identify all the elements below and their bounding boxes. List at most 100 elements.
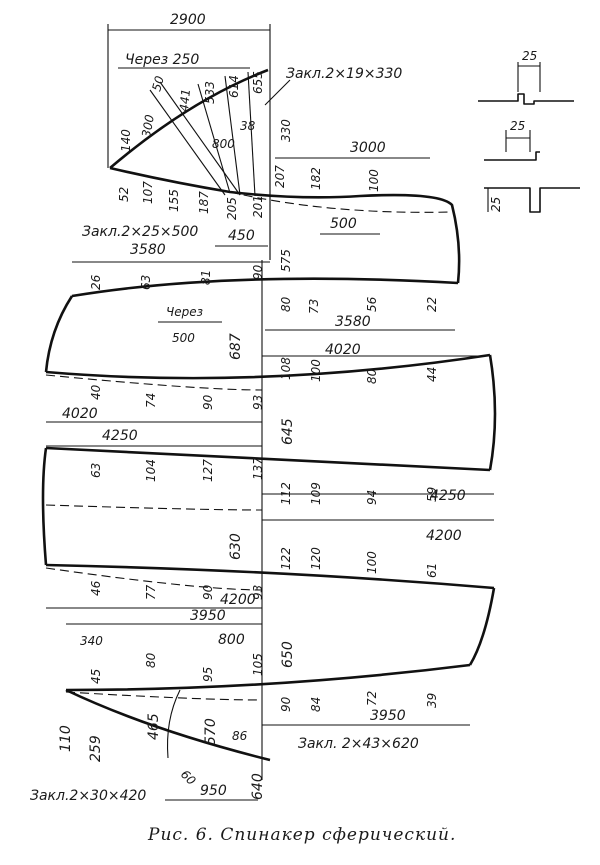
top-edge-val-2: 52 <box>117 187 131 202</box>
panel-6-top-val-3: 80 <box>144 652 158 668</box>
panel-6-top-val-6: 800 <box>218 632 245 648</box>
top-misc-38: 38 <box>240 119 256 133</box>
top-misc-500: 500 <box>330 216 357 232</box>
panel-4-width-alt: 4200 <box>426 528 462 544</box>
panel-5-top-val-2: 120 <box>309 547 323 570</box>
panel-2-height: 687 <box>228 333 244 360</box>
panel-5-bot-val-4: 93 <box>251 585 265 600</box>
panel-2-bot-val-4: 22 <box>425 297 439 312</box>
panel-4-top-val-4: 137 <box>251 457 265 480</box>
top-via-label: Через 250 <box>125 52 199 68</box>
panel-4-bot-val-4: 59 <box>425 487 439 502</box>
top-patch-note-2: Закл.2×25×500 <box>82 224 198 240</box>
panel-3-bot-val-1: 40 <box>89 384 103 400</box>
panel-4-top-val-1: 63 <box>89 463 103 478</box>
top-panel-dashed <box>229 191 453 213</box>
top-patch-note: Закл.2×19×330 <box>286 66 402 82</box>
panel-6-misc-8: 640 <box>250 773 266 800</box>
panel-4-top-val-2: 104 <box>144 459 158 482</box>
panel-5-top-val-1: 122 <box>279 547 293 570</box>
panel-3-width-bottom: 4020 <box>62 406 98 422</box>
panel-6-bot-val-1: 90 <box>279 696 293 712</box>
panel-3-top-val-1: 108 <box>279 357 293 380</box>
panel-4: 4250 4250 63 104 127 137 112 109 94 59 6… <box>41 428 495 590</box>
panel-2-bot-val-3: 56 <box>365 296 379 312</box>
panel-4-bot-val-3: 94 <box>365 490 379 505</box>
panel-6-top-val-1: 340 <box>80 634 103 648</box>
top-edge-val-6: 205 <box>225 197 239 220</box>
top-rib-5: 614 <box>227 75 241 98</box>
panel-5-bot-val-1: 46 <box>89 580 103 596</box>
top-edge-val-4: 155 <box>167 189 181 212</box>
top-edge-val-1: 140 <box>119 129 133 152</box>
panel-4-top-val-3: 127 <box>201 459 215 482</box>
panel-6-width-bottom: 3950 <box>370 708 406 724</box>
panel-5-top-val-4: 61 <box>425 563 439 578</box>
panel-6-misc-7: 950 <box>200 783 227 799</box>
panel-6-top-val-5: 105 <box>251 653 265 676</box>
panel-6-misc-2: 259 <box>88 735 104 762</box>
top-edge-val-3: 107 <box>141 181 155 204</box>
top-edge-val-5: 187 <box>197 191 211 214</box>
panel-2-top-val-5: 575 <box>279 249 293 272</box>
panel-4-bot-val-1: 112 <box>279 482 293 505</box>
seam-detail-1: 25 <box>522 49 537 63</box>
panel-2-bot-val-2: 73 <box>307 299 321 314</box>
top-rib-4: 533 <box>203 81 217 104</box>
panel-2-top-val-2: 63 <box>139 275 153 290</box>
top-misc-330: 330 <box>279 119 293 142</box>
panel-6-bot-val-4: 39 <box>425 693 439 708</box>
top-width: 2900 <box>170 12 206 28</box>
top-misc-3000: 3000 <box>350 140 386 156</box>
panel-6-patch-note: Закл. 2×43×620 <box>298 736 419 752</box>
top-edge-val-9: 182 <box>309 167 323 190</box>
panel-2-bot-val-1: 80 <box>279 296 293 312</box>
panel-6-misc-1: 110 <box>58 725 74 752</box>
panel-6: 3950 3950 650 340 45 80 95 105 800 90 84… <box>30 608 471 804</box>
panel-6-misc-6: 60 <box>178 767 199 788</box>
panel-6-top-val-4: 95 <box>201 667 215 682</box>
panel-3-height: 645 <box>280 418 296 445</box>
panel-6-top-val-2: 45 <box>89 669 103 684</box>
top-panel-upper-edge <box>109 68 269 169</box>
panel-4-height: 630 <box>228 533 244 560</box>
panel-3-bot-val-4: 93 <box>251 395 265 410</box>
panel-3-bot-val-3: 90 <box>201 394 215 410</box>
figure-caption: Рис. 6. Спинакер сферический. <box>147 825 456 845</box>
panel-5-bot-val-3: 90 <box>201 584 215 600</box>
panel-6-misc-3: 465 <box>146 713 162 740</box>
top-edge-val-7: 201 <box>251 195 265 218</box>
panel-2-width-top: 3580 <box>130 242 166 258</box>
top-edge-val-8: 207 <box>273 165 287 188</box>
vertical-guides <box>261 150 271 780</box>
top-rib-2: 300 <box>139 113 157 138</box>
panel-4-bot-val-2: 109 <box>309 482 323 505</box>
panel-2-width-bottom: 3580 <box>335 314 371 330</box>
panel-2-top-val-3: 81 <box>199 270 213 285</box>
panel-3: 4020 4020 108 100 80 44 40 74 90 93 645 <box>45 342 497 472</box>
top-misc-800: 800 <box>212 137 235 151</box>
panel-5-top-val-3: 100 <box>365 551 379 574</box>
seam-detail-2: 25 <box>510 119 525 133</box>
top-panel-lower-edge <box>109 166 461 284</box>
panel-3-top-val-4: 44 <box>425 367 439 382</box>
panel-6-patch-note-2: Закл.2×30×420 <box>30 788 146 804</box>
panel-5-bot-val-2: 77 <box>144 584 158 600</box>
panel-6-height: 650 <box>280 641 296 668</box>
panel-2-top-val-4: 90 <box>251 264 265 280</box>
panel-6-bot-val-2: 84 <box>309 697 323 712</box>
panel-6-width-top: 3950 <box>190 608 226 624</box>
panel-4-width-bottom: 4250 <box>430 488 466 504</box>
top-rib-1: 50 <box>149 74 167 93</box>
top-misc-450: 450 <box>228 228 255 244</box>
panel-5-width-bottom: 4200 <box>220 592 256 608</box>
panel-2-via-label: Через <box>166 305 203 319</box>
top-rib-3: 441 <box>177 88 193 112</box>
panel-2-via-value: 500 <box>172 331 195 345</box>
panel-6-misc-5: 86 <box>232 729 248 743</box>
top-rib-6: 655 <box>251 71 265 94</box>
seam-detail-3: 25 <box>489 197 503 212</box>
panel-2: 3580 3580 26 63 81 90 575 80 73 56 22 Че… <box>44 242 491 380</box>
